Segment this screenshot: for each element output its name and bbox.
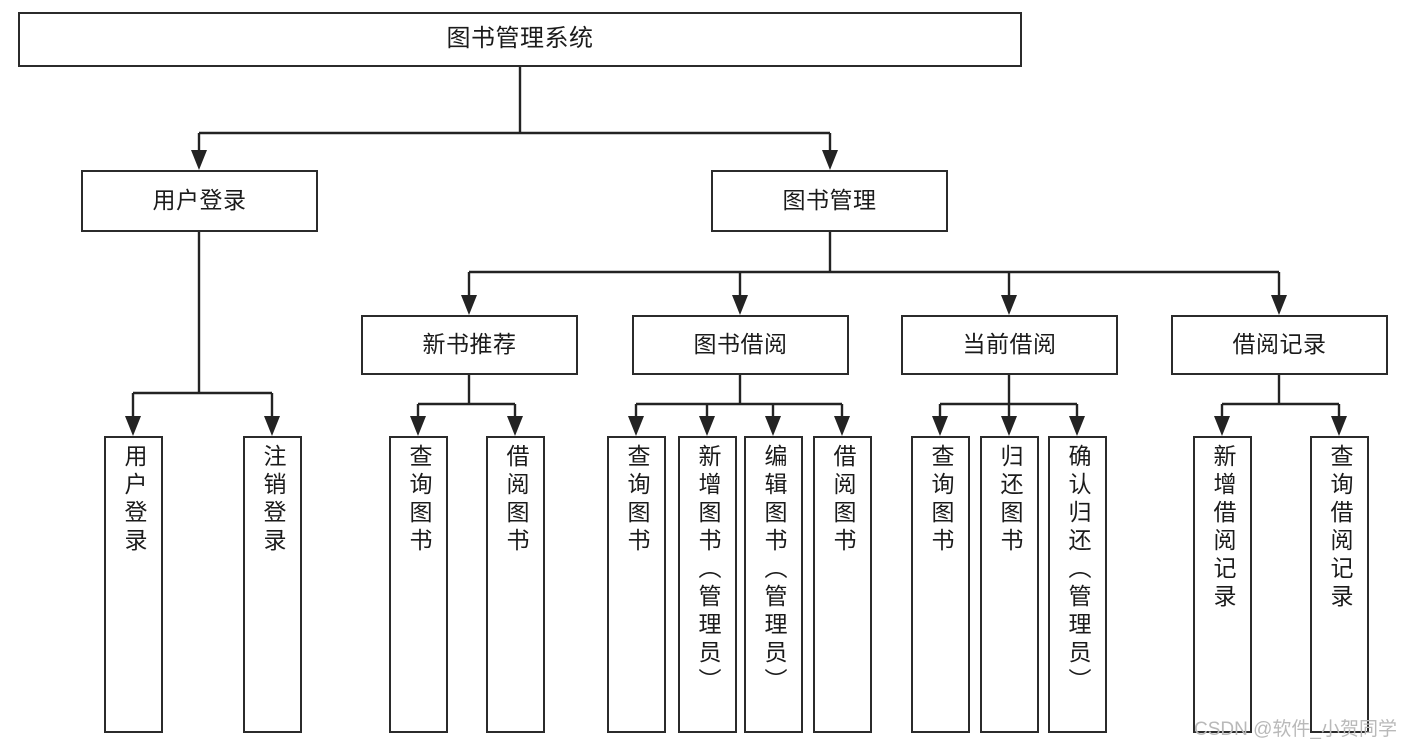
node-label: 查询图书 (624, 444, 650, 556)
node-label: 新书推荐 (422, 331, 517, 358)
node-label: 图书管理系统 (446, 25, 594, 53)
node-label: 新增图书（管理员） (695, 444, 721, 696)
node-label: 图书借阅 (693, 331, 788, 358)
node-label: 借阅图书 (503, 444, 529, 556)
node-book-management-system[interactable]: 图书管理系统 (18, 12, 1022, 67)
node-label: 查询图书 (928, 444, 954, 556)
node-label: 当前借阅 (962, 331, 1057, 358)
node-label: 查询图书 (406, 444, 432, 556)
node-label: 归还图书 (997, 444, 1023, 556)
node-leaf-edit-book[interactable]: 编辑图书（管理员） (744, 436, 803, 733)
node-label: 借阅图书 (830, 444, 856, 556)
node-leaf-query-book-2[interactable]: 查询图书 (607, 436, 666, 733)
node-leaf-query-record[interactable]: 查询借阅记录 (1310, 436, 1369, 733)
node-label: 新增借阅记录 (1210, 444, 1236, 612)
node-label: 编辑图书（管理员） (761, 444, 787, 696)
node-leaf-query-book-3[interactable]: 查询图书 (911, 436, 970, 733)
node-book-borrow[interactable]: 图书借阅 (632, 315, 849, 375)
node-leaf-borrow-book-1[interactable]: 借阅图书 (486, 436, 545, 733)
node-new-book-recommend[interactable]: 新书推荐 (361, 315, 578, 375)
node-label: 用户登录 (121, 444, 147, 556)
node-book-manage[interactable]: 图书管理 (711, 170, 948, 232)
node-leaf-confirm-return[interactable]: 确认归还（管理员） (1048, 436, 1107, 733)
node-label: 借阅记录 (1232, 331, 1327, 358)
node-label: 确认归还（管理员） (1065, 444, 1091, 696)
node-label: 图书管理 (782, 187, 877, 214)
node-leaf-user-login[interactable]: 用户登录 (104, 436, 163, 733)
node-label: 注销登录 (260, 444, 286, 556)
node-leaf-borrow-book-2[interactable]: 借阅图书 (813, 436, 872, 733)
node-user-login[interactable]: 用户登录 (81, 170, 318, 232)
csdn-watermark: CSDN @软件_小贺同学 (1194, 719, 1397, 740)
node-leaf-return-book[interactable]: 归还图书 (980, 436, 1039, 733)
node-leaf-user-logout[interactable]: 注销登录 (243, 436, 302, 733)
node-current-borrow[interactable]: 当前借阅 (901, 315, 1118, 375)
node-leaf-add-book[interactable]: 新增图书（管理员） (678, 436, 737, 733)
node-leaf-add-record[interactable]: 新增借阅记录 (1193, 436, 1252, 733)
node-leaf-query-book-1[interactable]: 查询图书 (389, 436, 448, 733)
node-label: 查询借阅记录 (1327, 444, 1353, 612)
node-label: 用户登录 (152, 187, 247, 214)
node-borrow-record[interactable]: 借阅记录 (1171, 315, 1388, 375)
